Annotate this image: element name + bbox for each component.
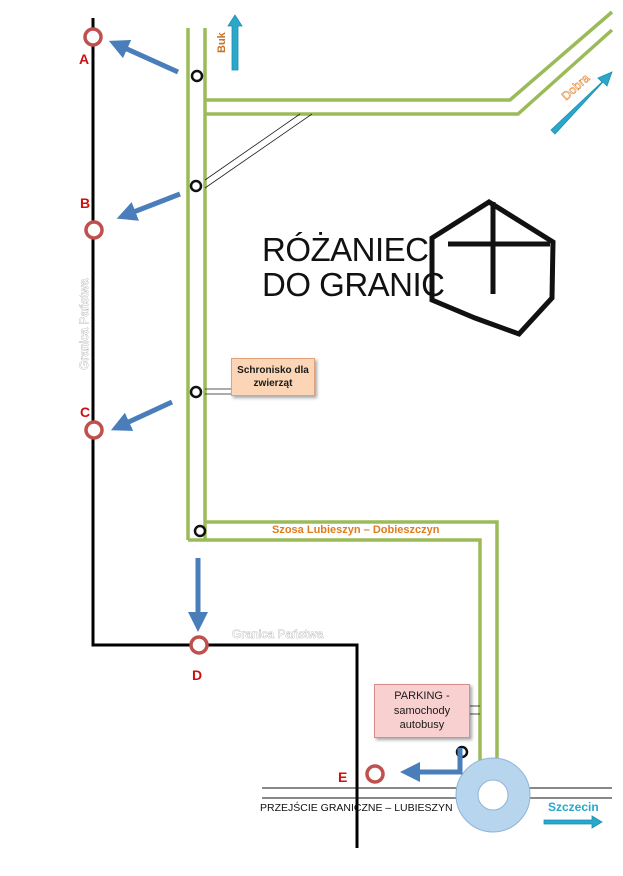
point-b-marker	[84, 220, 104, 240]
shelter-line-2: zwierząt	[253, 378, 293, 389]
buk-label: Buk	[216, 31, 228, 53]
parking-line-1: PARKING -	[394, 689, 450, 702]
direction-arrows	[227, 14, 613, 829]
point-a-label: A	[79, 51, 89, 67]
roundabout	[455, 757, 531, 833]
parking-line-2: samochody	[393, 704, 451, 717]
border-crossing-label: PRZEJŚCIE GRANICZNE – LUBIESZYN	[260, 802, 453, 814]
buk-arrow-icon	[227, 14, 243, 71]
point-c-label: C	[80, 404, 90, 420]
crossing-road	[262, 787, 612, 799]
point-e-label: E	[338, 769, 347, 785]
logo-text: RÓŻANIEC DO GRANIC	[262, 231, 445, 303]
point-d-marker	[189, 635, 209, 655]
point-e-marker	[365, 764, 385, 784]
state-border-line	[91, 18, 359, 848]
logo-line-1: RÓŻANIEC	[262, 231, 429, 268]
border-horizontal-label: Granica Państwa	[232, 627, 324, 641]
border-vertical-label: Granica Państwa	[77, 278, 91, 370]
logo-line-2: DO GRANIC	[262, 265, 445, 303]
point-d-label: D	[192, 667, 202, 683]
cross-in-heptagon-icon	[429, 199, 556, 337]
point-a-marker	[83, 27, 103, 47]
border-points	[83, 27, 385, 784]
junction-markers	[189, 69, 469, 759]
parking-box: PARKING - samochody autobusy	[374, 684, 470, 738]
route-arrows	[108, 39, 463, 782]
parking-line-3: autobusy	[399, 719, 445, 732]
animal-shelter-box: Schronisko dla zwierząt	[231, 358, 315, 396]
point-c-marker	[84, 420, 104, 440]
szczecin-label: Szczecin	[548, 800, 599, 814]
side-road	[204, 113, 480, 715]
road-network	[186, 10, 614, 762]
dobra-arrow-icon	[550, 71, 613, 135]
point-b-label: B	[80, 195, 90, 211]
szczecin-arrow-icon	[543, 815, 603, 829]
road-name-label: Szosa Lubieszyn – Dobieszczyn	[272, 524, 440, 536]
shelter-line-1: Schronisko dla	[237, 364, 309, 376]
